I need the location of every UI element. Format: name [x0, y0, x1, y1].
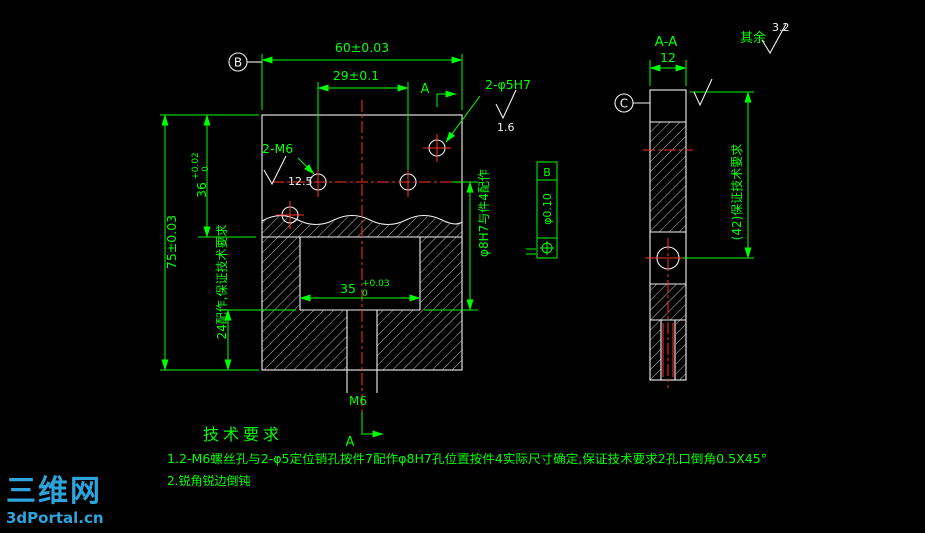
dim-hole-spacing: 29±0.1 [333, 68, 379, 83]
general-roughness-label: 其余 [740, 30, 766, 46]
main-view-hatching [262, 216, 462, 370]
roughness-icon-m6 [263, 155, 287, 186]
feature-control-frame: B φ0.10 [526, 161, 558, 259]
roughness-icon-general [761, 23, 787, 55]
label-pin-holes: 2-φ5H7 [485, 77, 531, 92]
main-view-centerlines [272, 100, 452, 418]
dim-35-tol-low: 0 [362, 289, 368, 299]
tech-requirement-item-1: 1.2-M6螺丝孔与2-φ5定位销孔按件7配作φ8H7孔位置按件4实际尺寸确定,… [167, 451, 767, 466]
watermark-site-name: 三维网 [6, 474, 102, 509]
roughness-pin-value: 1.6 [497, 121, 515, 134]
position-symbol-icon [540, 241, 554, 255]
datum-b-symbol: B [228, 52, 262, 72]
fcf-tolerance-label: φ0.10 [541, 193, 554, 225]
section-hatching [650, 122, 686, 380]
datum-b-label: B [234, 56, 242, 70]
section-label-bottom: A [346, 435, 355, 450]
general-roughness: 其余 3.2 [740, 21, 790, 55]
m6-leader [297, 157, 315, 175]
dim-total-height: 75±0.03 [164, 215, 179, 269]
watermark: 三维网 3dPortal.cn [6, 474, 104, 527]
dim-36: 36 [194, 182, 209, 198]
general-roughness-value: 3.2 [772, 21, 790, 34]
dim-thickness: 12 [660, 50, 676, 65]
dim-36-tol-up: +0.02 [191, 152, 201, 180]
tech-requirement-item-2: 2.锐角锐边倒钝 [167, 474, 250, 488]
main-view: B φ0.10 B A A 60±0.03 29±0.1 2-φ5H7 1.6 … [160, 40, 558, 450]
section-label-top: A [421, 82, 430, 97]
dim-24-note: 24配作,保证技术要求 [215, 224, 229, 339]
section-title: A-A [655, 34, 679, 50]
note-phi8: φ8H7与件4配作 [477, 169, 491, 257]
watermark-site-url: 3dPortal.cn [6, 509, 104, 527]
tech-requirements-title: 技术要求 [203, 425, 283, 444]
dim-35: 35 [340, 281, 356, 296]
thread-label-m6: M6 [349, 394, 367, 408]
roughness-icon-pin [495, 89, 517, 120]
roughness-m6-value: 12.5 [288, 175, 313, 188]
dim-42-note: (42)保证技术要求 [730, 144, 744, 241]
roughness-icon-section [693, 78, 713, 107]
section-arrow-top: A [421, 82, 457, 107]
tech-requirements: 技术要求 1.2-M6螺丝孔与2-φ5定位销孔按件7配作φ8H7孔位置按件4实际… [167, 425, 767, 488]
fcf-datum-label: B [543, 166, 551, 179]
dim-35-tol-up: +0.03 [362, 279, 390, 289]
datum-c-symbol: C [614, 93, 650, 113]
section-view: C A-A 12 (42)保证技术要求 [614, 34, 754, 388]
section-dimensions [649, 60, 754, 259]
datum-c-label: C [620, 97, 628, 111]
dim-36-tol-low: 0 [201, 166, 211, 172]
label-m6-holes: 2-M6 [262, 141, 293, 156]
pin-hole-leader [445, 95, 481, 143]
section-centerlines [643, 149, 693, 388]
dim-total-width: 60±0.03 [335, 40, 389, 55]
break-line [261, 214, 463, 226]
main-view-dimensions [160, 54, 481, 371]
section-arrow-bottom: A [346, 412, 384, 450]
